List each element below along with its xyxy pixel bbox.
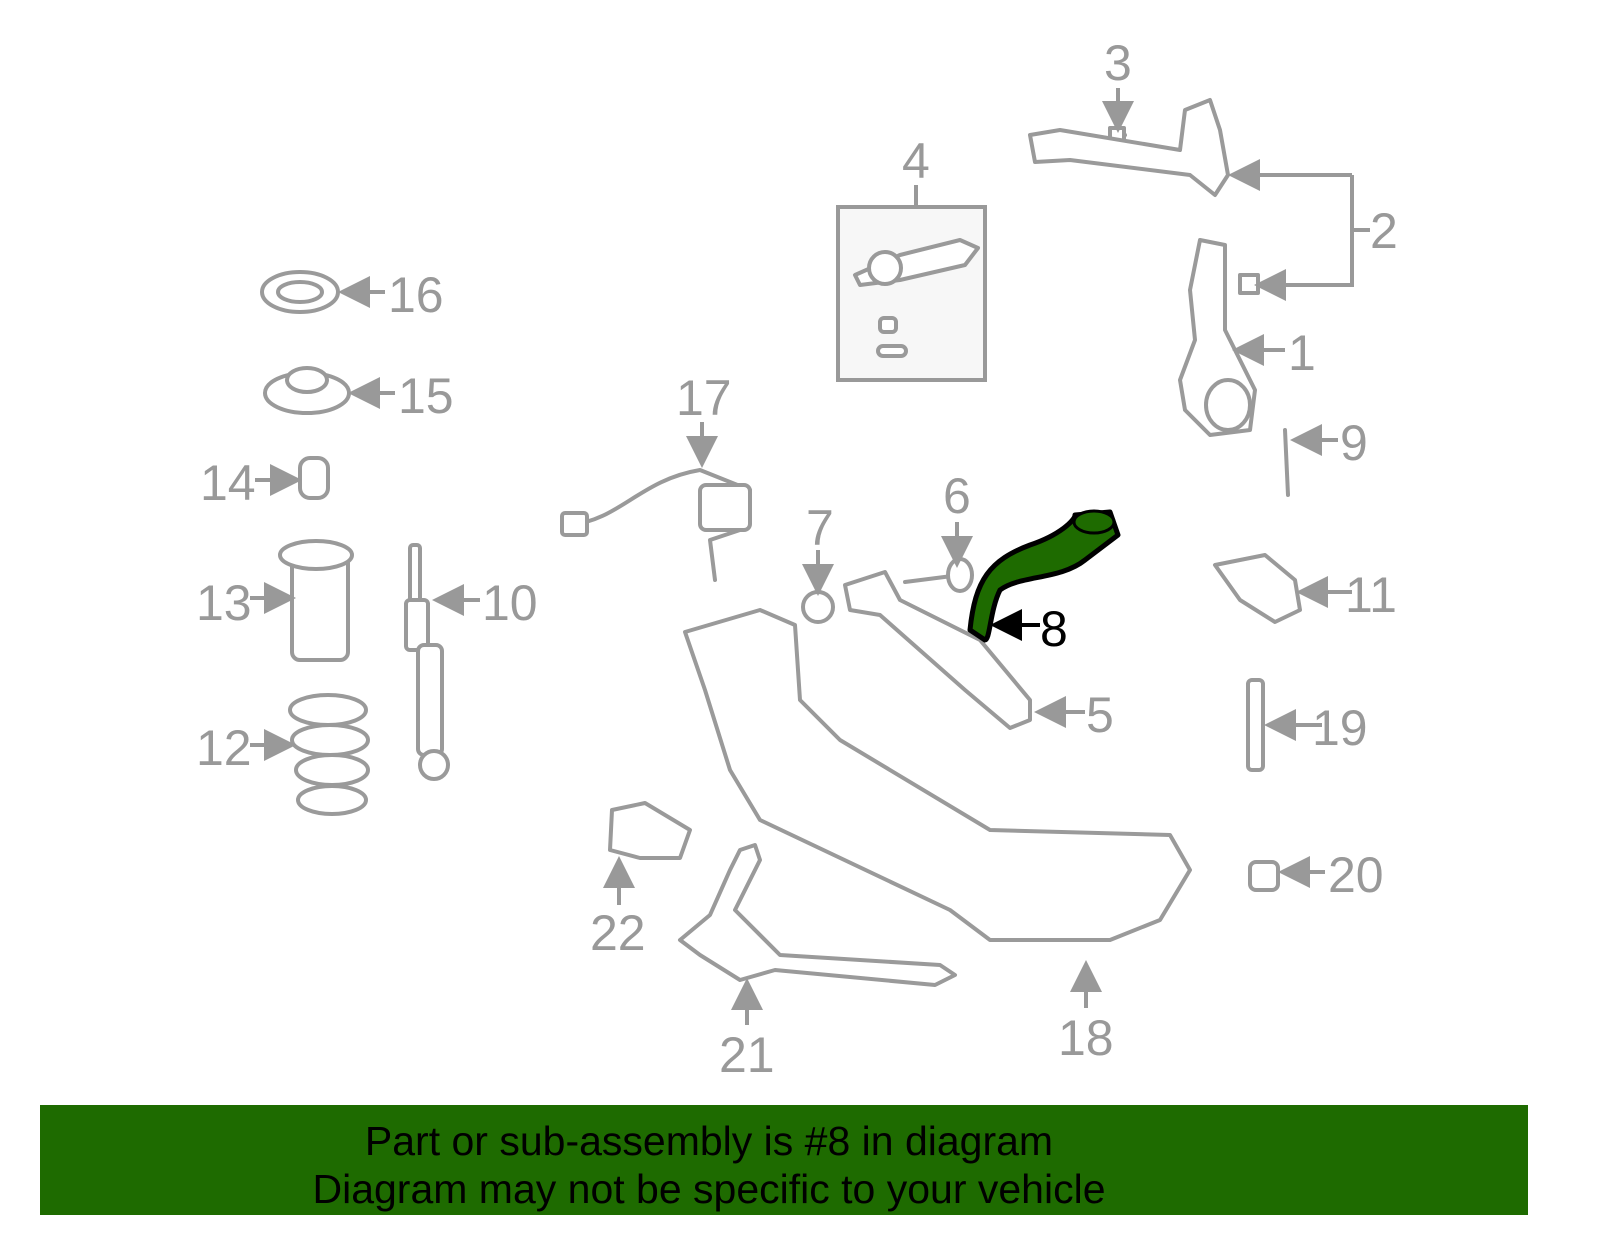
callout-17[interactable]: 17: [676, 370, 732, 426]
banner-line-1: Part or sub-assembly is #8 in diagram: [364, 1118, 1054, 1164]
part-1-knuckle[interactable]: [1178, 238, 1257, 437]
part-16-insulator[interactable]: [260, 270, 340, 314]
callout-2[interactable]: 2: [1370, 203, 1398, 259]
callout-5[interactable]: 5: [1086, 687, 1114, 743]
callout-14[interactable]: 14: [200, 455, 256, 511]
callout-1[interactable]: 1: [1288, 325, 1316, 381]
callout-20[interactable]: 20: [1328, 847, 1384, 903]
part-4-ball-joint-kit[interactable]: [836, 205, 987, 382]
callout-6[interactable]: 6: [943, 468, 971, 524]
part-17-height-sensor[interactable]: [560, 468, 752, 582]
part-21-link[interactable]: [678, 843, 957, 987]
callout-15[interactable]: 15: [398, 368, 454, 424]
info-banner: Part or sub-assembly is #8 in diagram Di…: [40, 1105, 1528, 1215]
callout-13[interactable]: 13: [196, 575, 252, 631]
part-2-upper-arm[interactable]: [1028, 98, 1260, 295]
callout-11[interactable]: 11: [1345, 567, 1397, 623]
part-22-bracket[interactable]: [608, 801, 692, 860]
callout-12[interactable]: 12: [196, 720, 252, 776]
callout-10[interactable]: 10: [482, 575, 538, 631]
part-13-boot[interactable]: [278, 539, 354, 662]
callout-4[interactable]: 4: [902, 133, 930, 189]
part-20-nut[interactable]: [1248, 860, 1280, 892]
part-6-bolt[interactable]: [903, 557, 974, 593]
callout-22[interactable]: 22: [590, 905, 646, 961]
callout-18[interactable]: 18: [1058, 1010, 1114, 1066]
part-9-bolt[interactable]: [1283, 428, 1290, 497]
part-10-strut[interactable]: [404, 543, 450, 781]
callout-19[interactable]: 19: [1312, 700, 1368, 756]
part-14-bumper[interactable]: [298, 456, 330, 500]
part-12-coil-spring[interactable]: [288, 693, 370, 816]
callout-16[interactable]: 16: [388, 267, 444, 323]
callout-7[interactable]: 7: [806, 500, 834, 556]
part-15-mount[interactable]: [263, 366, 351, 415]
part-8-highlighted-arm[interactable]: [967, 509, 1121, 643]
callout-9[interactable]: 9: [1340, 415, 1368, 471]
part-11-bracket[interactable]: [1213, 553, 1302, 624]
part-18-crossmember[interactable]: [683, 608, 1192, 942]
part-7-bushing[interactable]: [801, 590, 835, 624]
callout-8[interactable]: 8: [1040, 601, 1068, 657]
part-19-stud[interactable]: [1246, 678, 1265, 772]
banner-line-2: Diagram may not be specific to your vehi…: [312, 1166, 1106, 1212]
part-5-lower-arm[interactable]: [843, 570, 1032, 730]
callout-3[interactable]: 3: [1104, 35, 1132, 91]
leader-lines: [250, 88, 1370, 1025]
callout-21[interactable]: 21: [719, 1027, 775, 1083]
